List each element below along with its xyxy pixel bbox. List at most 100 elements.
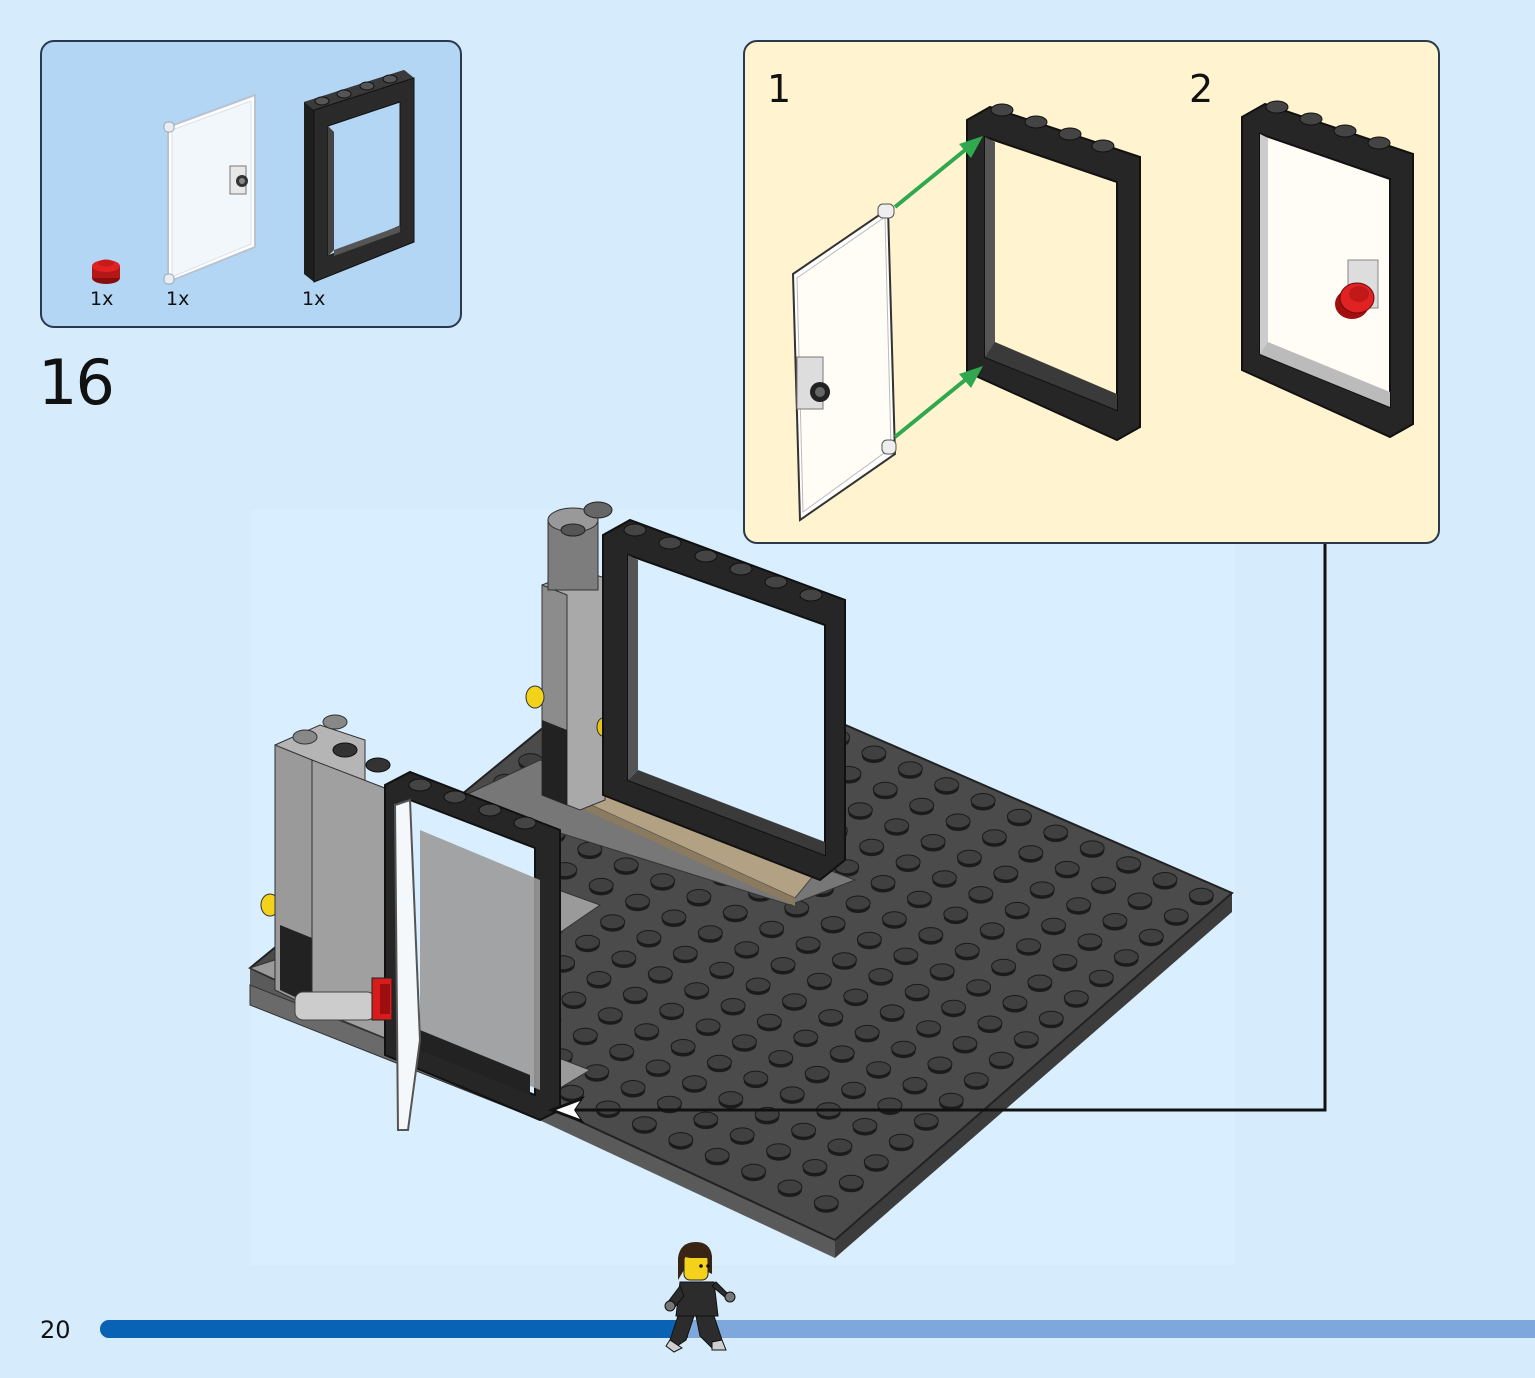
stud <box>777 1179 803 1195</box>
stud <box>863 1154 889 1170</box>
stud <box>766 1143 792 1159</box>
quantity-label: 1x <box>166 288 190 310</box>
stud <box>988 1051 1014 1067</box>
stud <box>991 958 1017 974</box>
stud <box>1016 938 1042 954</box>
stud <box>1091 876 1117 892</box>
transparent-door-step-1 <box>791 203 897 522</box>
parts-illustration <box>92 70 415 285</box>
stud <box>1188 887 1214 903</box>
stud <box>838 1174 864 1190</box>
stud <box>1077 933 1103 949</box>
stud <box>1038 1010 1064 1026</box>
stud <box>841 1081 867 1097</box>
stud <box>770 957 796 972</box>
stud <box>729 1127 755 1143</box>
stud <box>993 865 1019 881</box>
stud <box>954 942 980 958</box>
stud <box>927 1056 953 1072</box>
stud <box>818 1009 844 1025</box>
stud <box>659 1002 685 1018</box>
stud <box>866 1061 892 1077</box>
stud <box>559 1084 585 1100</box>
stud <box>1116 856 1142 872</box>
stud <box>1079 840 1105 856</box>
stud <box>575 934 601 950</box>
stud <box>861 745 887 761</box>
stud <box>1113 949 1139 965</box>
sub-step-number: 2 <box>1189 67 1214 111</box>
stud <box>918 927 944 943</box>
stud <box>847 802 873 818</box>
progress-fill <box>100 1320 689 1338</box>
stud <box>891 1040 917 1056</box>
stud <box>718 1091 744 1107</box>
stud <box>600 914 626 930</box>
quantity-label: 1x <box>90 288 114 310</box>
stud <box>704 1147 730 1163</box>
green-arrow-bottom <box>893 366 983 439</box>
stud <box>756 1013 782 1029</box>
stud <box>802 1159 828 1174</box>
stud <box>745 977 771 993</box>
stud <box>931 870 957 886</box>
step-number: 16 <box>38 346 115 419</box>
stud <box>979 922 1005 938</box>
stud <box>827 1138 853 1154</box>
stud <box>909 797 935 813</box>
transparent-door-icon <box>163 93 256 285</box>
stud <box>895 854 921 870</box>
stud <box>647 966 673 982</box>
stud <box>609 1043 635 1059</box>
stud <box>622 986 648 1002</box>
stud <box>920 834 946 849</box>
stud <box>879 1004 905 1020</box>
stud <box>706 1054 732 1070</box>
gray-pillar-back <box>541 501 613 811</box>
minifigure-icon <box>664 1242 736 1353</box>
stud <box>806 972 832 988</box>
stud <box>831 952 857 968</box>
stud <box>709 961 735 977</box>
sub-step-illustration <box>791 100 1414 522</box>
stud <box>759 920 785 936</box>
stud <box>884 818 910 834</box>
stud <box>929 963 955 979</box>
stud <box>779 1086 805 1102</box>
stud <box>1152 872 1178 887</box>
stud <box>672 945 698 961</box>
stud <box>1063 990 1089 1006</box>
stud <box>868 968 894 984</box>
stud <box>1088 969 1114 985</box>
stud <box>781 993 807 1009</box>
stud <box>956 849 982 865</box>
stud <box>893 947 919 963</box>
stud <box>741 1163 767 1179</box>
stud <box>670 1039 696 1054</box>
stud <box>804 1065 830 1081</box>
stud <box>720 998 746 1013</box>
stud <box>686 889 712 904</box>
stud <box>829 1045 855 1061</box>
stud <box>795 936 821 952</box>
black-door-frame-icon <box>304 70 415 283</box>
stud <box>906 890 932 906</box>
progress-bar <box>100 1320 1535 1338</box>
stud <box>859 838 885 854</box>
door-frame-step-1 <box>966 103 1141 442</box>
stud <box>1054 860 1080 876</box>
stud <box>625 893 651 909</box>
stud <box>897 761 923 777</box>
stud <box>734 941 760 957</box>
sub-step-number: 1 <box>767 67 792 111</box>
stud <box>1163 908 1189 924</box>
stud <box>881 911 907 927</box>
stud <box>1013 1031 1039 1047</box>
stud <box>597 1007 623 1023</box>
stud <box>1041 917 1067 933</box>
stud <box>731 1034 757 1050</box>
stud <box>904 983 930 999</box>
stud <box>843 988 869 1004</box>
stud <box>636 930 662 945</box>
